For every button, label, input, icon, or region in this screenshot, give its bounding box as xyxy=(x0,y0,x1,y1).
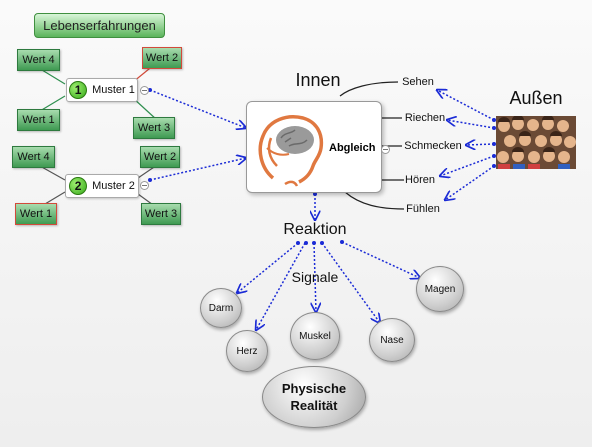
center-node-abgleich[interactable]: Abgleich xyxy=(246,101,390,193)
arrow-hoeren xyxy=(440,155,495,176)
wert-node[interactable]: Wert 2 xyxy=(140,146,180,168)
arrow-nase xyxy=(321,242,380,323)
label-signale: Signale xyxy=(291,269,339,285)
collapse-icon[interactable] xyxy=(140,181,149,190)
wert-node[interactable]: Wert 2 xyxy=(142,47,182,69)
wert-node[interactable]: Wert 3 xyxy=(133,117,175,139)
organ-node[interactable]: Nase xyxy=(369,318,415,362)
wert-node[interactable]: Wert 3 xyxy=(141,203,181,225)
title-lebenserfahrungen[interactable]: Lebenserfahrungen xyxy=(34,13,165,38)
physical-reality-line1: Physische xyxy=(281,381,347,396)
sense-node[interactable]: Sehen xyxy=(402,76,434,88)
link-m2-wert4 xyxy=(39,165,66,181)
pattern-node-2[interactable]: 2 Muster 2 xyxy=(65,174,139,198)
wert-node[interactable]: Wert 4 xyxy=(17,49,60,71)
wert-node[interactable]: Wert 1 xyxy=(15,203,57,225)
wert-node[interactable]: Wert 1 xyxy=(17,109,60,131)
link-fuehlen xyxy=(344,191,405,210)
arrow-muster2-abgleich xyxy=(149,158,246,181)
center-label: Abgleich xyxy=(329,142,376,154)
arrow-muster1-abgleich xyxy=(149,89,246,128)
crowd-photo-icon xyxy=(496,116,576,169)
link-sehen xyxy=(339,81,399,97)
arrow-herz xyxy=(256,242,306,330)
sense-node[interactable]: Riechen xyxy=(404,112,446,124)
organ-node[interactable]: Magen xyxy=(416,266,464,312)
sense-node[interactable]: Schmecken xyxy=(404,140,462,152)
priority-2-icon: 2 xyxy=(69,177,88,195)
label-reaktion[interactable]: Reaktion xyxy=(283,221,347,238)
priority-1-icon: 1 xyxy=(69,81,88,99)
arrow-riechen xyxy=(447,120,495,129)
arrow-muskel xyxy=(314,242,316,312)
label-innen: Innen xyxy=(295,69,341,90)
pattern-node-1[interactable]: 1 Muster 1 xyxy=(66,78,138,102)
sense-node[interactable]: Hören xyxy=(405,174,435,186)
organ-node[interactable]: Muskel xyxy=(290,312,340,360)
pattern-label: Muster 1 xyxy=(92,84,135,96)
sense-node[interactable]: Fühlen xyxy=(406,203,440,215)
brain-head-icon xyxy=(258,115,324,187)
collapse-icon[interactable] xyxy=(140,86,149,95)
physical-reality-line2: Realität xyxy=(290,398,338,413)
organ-node[interactable]: Darm xyxy=(200,288,242,328)
organ-node[interactable]: Herz xyxy=(226,330,268,372)
link-m1-wert1 xyxy=(39,95,66,112)
arrow-schmecken xyxy=(466,144,495,145)
physical-reality-node[interactable]: Physische Realität xyxy=(262,366,366,428)
wert-node[interactable]: Wert 4 xyxy=(12,146,55,168)
arrow-fuehlen xyxy=(445,165,495,200)
arrow-sehen xyxy=(437,90,495,121)
label-aussen: Außen xyxy=(509,87,563,108)
link-m1-wert3 xyxy=(132,97,158,121)
arrow-darm xyxy=(237,242,299,293)
arrow-magen xyxy=(341,241,420,278)
pattern-label: Muster 2 xyxy=(92,180,135,192)
link-m1-wert4 xyxy=(41,69,66,85)
